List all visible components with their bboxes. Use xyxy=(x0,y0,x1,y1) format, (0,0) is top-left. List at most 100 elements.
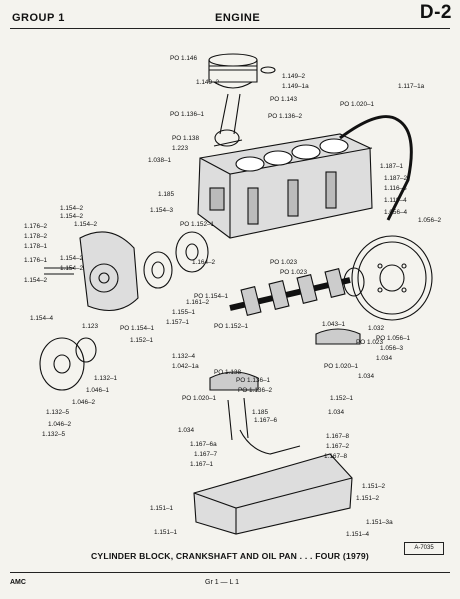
part-label: PO 1.136–2 xyxy=(268,113,303,120)
part-label: 1.056–3 xyxy=(380,345,404,352)
dipstick-tube-drawing xyxy=(339,115,413,221)
part-label: PO 1.138 xyxy=(214,369,241,376)
page-id: D-2 xyxy=(419,2,452,23)
part-label: 1.151–1 xyxy=(150,505,174,512)
crankshaft-drawing xyxy=(229,267,365,316)
part-label: PO 1.154–1 xyxy=(194,293,229,300)
part-label: PO 1.136–1 xyxy=(236,377,271,384)
part-label: 1.167–6 xyxy=(254,417,278,424)
part-label: 1.151–2 xyxy=(356,495,380,502)
part-label: 1.167–2 xyxy=(326,443,350,450)
part-label: 1.154–2 xyxy=(24,277,48,284)
flywheel-drawing xyxy=(351,235,433,321)
part-label: 1.154–2 xyxy=(60,265,84,272)
part-label: 1.176–2 xyxy=(24,223,48,230)
exploded-engine-diagram: PO 1.146 1.149–2 1.149–1a 1.149–2 PO 1.143PO… xyxy=(24,53,442,538)
part-label: 1.046–1 xyxy=(86,387,110,394)
part-label: 1.154–2 xyxy=(60,255,84,262)
part-label: 1.167–1 xyxy=(190,461,214,468)
part-label: 1.154–2 xyxy=(74,221,98,228)
part-label: 1.178–1 xyxy=(24,243,48,250)
part-label: 1.155–1 xyxy=(172,309,196,316)
part-label: 1.151–3a xyxy=(366,519,393,526)
damper-pulley-drawing xyxy=(39,337,97,391)
part-label: PO 1.020–1 xyxy=(182,395,217,402)
bearing-caps-drawing xyxy=(209,328,361,441)
part-label: PO 1.020–1 xyxy=(324,363,359,370)
part-label: 1.149–2 xyxy=(282,73,306,80)
part-label: 1.042–1a xyxy=(172,363,199,370)
part-label: PO 1.154–1 xyxy=(120,325,155,332)
footer-page-ref: Gr 1 — L 1 xyxy=(205,579,239,586)
connecting-rod-drawing xyxy=(213,93,243,147)
part-label: 1.176–1 xyxy=(24,257,48,264)
part-label: 1.187–2 xyxy=(384,175,408,182)
part-label: PO 1.152–1 xyxy=(180,221,215,228)
part-label: 1.043–1 xyxy=(322,321,346,328)
part-label: 1.056–4 xyxy=(384,209,408,216)
part-label: 1.038–1 xyxy=(148,157,172,164)
footer-brand: AMC xyxy=(10,579,26,586)
part-label: 1.185 xyxy=(252,409,268,416)
piston-drawing xyxy=(208,53,276,89)
part-label: 1.056–2 xyxy=(418,217,442,224)
footer-rule xyxy=(10,572,450,573)
part-label: 1.167–8 xyxy=(324,453,348,460)
part-label: 1.167–8 xyxy=(326,433,350,440)
part-label: 1.151–4 xyxy=(346,531,370,538)
part-label: 1.187–1 xyxy=(380,163,404,170)
part-label: PO 1.020–1 xyxy=(340,101,375,108)
part-label: 1.151–2 xyxy=(362,483,386,490)
oil-pan-drawing xyxy=(193,429,353,535)
section-heading: ENGINE xyxy=(215,12,261,24)
part-label: PO 1.146 xyxy=(170,55,197,62)
timing-cover-drawing xyxy=(44,231,139,312)
header-rule xyxy=(10,28,450,29)
part-label: 1.164–2 xyxy=(192,259,216,266)
part-label: 1.034 xyxy=(328,409,344,416)
part-label: 1.132–5 xyxy=(42,431,66,438)
part-label: 1.132–1 xyxy=(94,375,118,382)
part-label: PO 1.023 xyxy=(356,339,383,346)
part-label: 1.034 xyxy=(358,373,374,380)
part-label: 1.149–2 xyxy=(196,79,220,86)
part-label: 1.223 xyxy=(172,145,188,152)
part-label: 1.119–4 xyxy=(384,197,407,204)
part-label: 1.185 xyxy=(158,191,174,198)
part-label: 1.123 xyxy=(82,323,98,330)
figure-reference: A-7035 xyxy=(404,542,444,555)
part-label: 1.152–1 xyxy=(330,395,354,402)
part-label: 1.154–4 xyxy=(30,315,54,322)
part-label: 1.152–1 xyxy=(130,337,154,344)
part-label: 1.116–8 xyxy=(384,185,407,192)
part-label: 1.154–3 xyxy=(150,207,174,214)
part-label: PO 1.136–2 xyxy=(238,387,273,394)
part-label: 1.151–1 xyxy=(154,529,178,536)
part-label: 1.132–5 xyxy=(46,409,70,416)
part-label: 1.034 xyxy=(178,427,194,434)
part-label: PO 1.138 xyxy=(172,135,199,142)
part-label: PO 1.023 xyxy=(270,259,297,266)
part-label: 1.117–1a xyxy=(398,83,425,90)
figure-caption: CYLINDER BLOCK, CRANKSHAFT AND OIL PAN .… xyxy=(91,551,369,561)
part-label: 1.161–2 xyxy=(186,299,210,306)
timing-gears-drawing xyxy=(143,231,209,289)
part-label: PO 1.056–1 xyxy=(376,335,411,342)
part-label: 1.178–2 xyxy=(24,233,48,240)
part-label: 1.132–4 xyxy=(172,353,196,360)
part-label: 1.149–1a xyxy=(282,83,309,90)
part-label: 1.046–2 xyxy=(72,399,96,406)
part-label: PO 1.152–1 xyxy=(214,323,249,330)
part-label: 1.157–1 xyxy=(166,319,190,326)
part-label: 1.032 xyxy=(368,325,384,332)
part-label: PO 1.136–1 xyxy=(170,111,205,118)
part-label: 1.046–2 xyxy=(48,421,72,428)
part-label: 1.167–7 xyxy=(194,451,218,458)
part-label: PO 1.143 xyxy=(270,96,297,103)
cylinder-block-drawing xyxy=(197,133,373,239)
part-label: 1.154–2 xyxy=(60,205,84,212)
part-label: 1.034 xyxy=(376,355,392,362)
part-label: PO 1.023 xyxy=(280,269,307,276)
part-label: 1.154–2 xyxy=(60,213,84,220)
part-label: 1.167–6a xyxy=(190,441,217,448)
